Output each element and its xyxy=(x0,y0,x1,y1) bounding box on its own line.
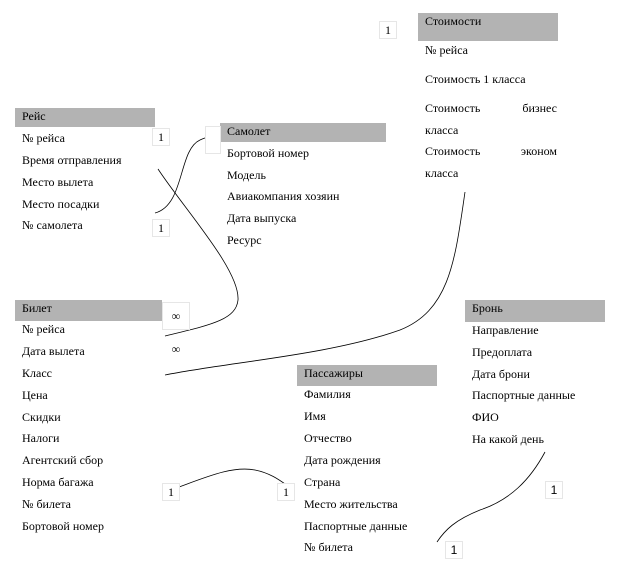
field: Предоплата xyxy=(472,345,533,359)
field: Норма багажа xyxy=(22,475,94,489)
field: Класс xyxy=(22,366,52,380)
field: На какой день xyxy=(472,432,544,446)
field: Страна xyxy=(304,475,341,489)
field: Время отправления xyxy=(22,153,122,167)
entity-header: Рейс xyxy=(15,108,155,127)
field: Бортовой номер xyxy=(227,146,309,160)
cardinality-badge xyxy=(205,126,221,154)
cardinality-badge: 1 xyxy=(379,21,397,39)
field: Место посадки xyxy=(22,197,100,211)
field: Паспортные данные xyxy=(304,519,408,533)
field: Модель xyxy=(227,168,266,182)
entity-passazhiry: Пассажиры Фамилия Имя Отчество Дата рожд… xyxy=(297,365,437,554)
field-part: бизнес xyxy=(522,101,557,115)
entity-reys: Рейс № рейса Время отправления Место выл… xyxy=(15,108,155,232)
field-part: Стоимость xyxy=(425,101,481,115)
field: Ресурс xyxy=(227,233,262,247)
field: класса xyxy=(425,166,459,180)
field: Авиакомпания хозяин xyxy=(227,189,340,203)
cardinality-badge: 1 xyxy=(162,483,180,501)
field: Агентский сбор xyxy=(22,453,104,467)
cardinality-badge: ∞ xyxy=(162,302,190,330)
cardinality-badge: 1 xyxy=(545,481,563,499)
field-part: эконом xyxy=(520,144,557,158)
field: Имя xyxy=(304,409,326,423)
field: Дата брони xyxy=(472,367,530,381)
link-bron-passazhiry xyxy=(436,451,546,543)
field: № рейса xyxy=(22,131,65,145)
field: Дата вылета xyxy=(22,344,85,358)
field: класса xyxy=(425,123,459,137)
cardinality-badge: 1 xyxy=(445,541,463,559)
field: Бортовой номер xyxy=(22,519,104,533)
cardinality-badge: ∞ xyxy=(171,342,181,356)
field: Стоимость эконом xyxy=(425,144,557,158)
field: № рейса xyxy=(22,322,65,336)
entity-header: Стоимости xyxy=(418,13,558,41)
field: Направление xyxy=(472,323,539,337)
field-part: Стоимость xyxy=(425,144,481,158)
field: Цена xyxy=(22,388,48,402)
field: ФИО xyxy=(472,410,499,424)
entity-header: Бронь xyxy=(465,300,605,322)
cardinality-badge: 1 xyxy=(152,128,170,146)
entity-header: Пассажиры xyxy=(297,365,437,386)
field: Фамилия xyxy=(304,387,351,401)
entity-header: Самолет xyxy=(220,123,386,142)
field: Дата выпуска xyxy=(227,211,297,225)
field: Место жительства xyxy=(304,497,398,511)
field: № билета xyxy=(304,540,354,554)
field: Скидки xyxy=(22,410,61,424)
link-stoimosti-bilet xyxy=(164,191,466,376)
field: Стоимость 1 класса xyxy=(425,72,526,86)
link-bilet-passazhiry xyxy=(164,468,295,493)
cardinality-badge: 1 xyxy=(152,219,170,237)
field: № самолета xyxy=(22,218,83,232)
cardinality-badge: 1 xyxy=(277,483,295,501)
entity-bilet: Билет № рейса Дата вылета Класс Цена Ски… xyxy=(15,300,162,533)
field: № рейса xyxy=(425,43,468,57)
entity-header: Билет xyxy=(15,300,162,321)
entity-stoimosti: Стоимости № рейса Стоимость 1 класса Сто… xyxy=(418,13,558,180)
field: Стоимость бизнес xyxy=(425,101,557,115)
field: Паспортные данные xyxy=(472,388,576,402)
field: № билета xyxy=(22,497,72,511)
entity-samolet: Самолет Бортовой номер Модель Авиакомпан… xyxy=(220,123,386,247)
field: Налоги xyxy=(22,431,60,445)
entity-bron: Бронь Направление Предоплата Дата брони … xyxy=(465,300,605,446)
field: Место вылета xyxy=(22,175,94,189)
field: Отчество xyxy=(304,431,352,445)
field: Дата рождения xyxy=(304,453,381,467)
